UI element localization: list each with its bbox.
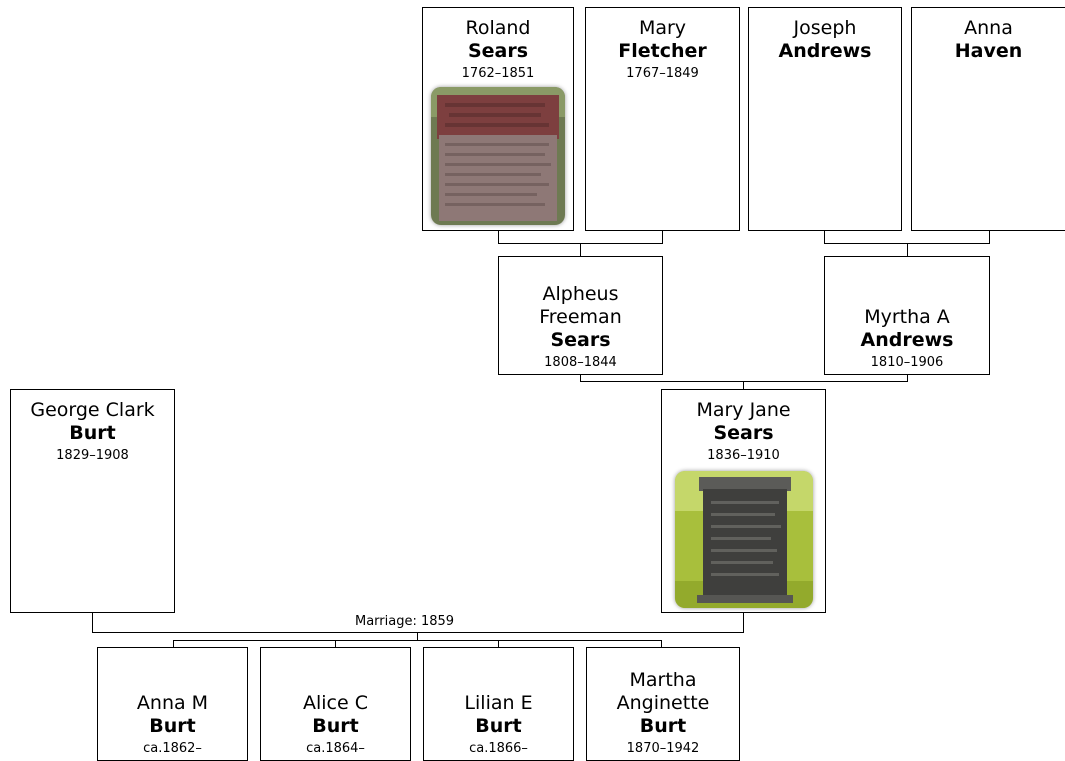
given-name: Mary Jane (696, 399, 790, 422)
person-box-lilian-e-burt[interactable]: Lilian E Burt ca.1866– (423, 647, 574, 761)
life-dates: 1836–1910 (707, 447, 780, 464)
given-name: Anna M (137, 692, 208, 715)
surname: Burt (312, 715, 358, 738)
life-dates: 1767–1849 (626, 65, 699, 82)
person-box-joseph-andrews[interactable]: Joseph Andrews (748, 7, 902, 231)
surname: Haven (955, 40, 1023, 63)
surname: Burt (69, 422, 115, 445)
given-name: Myrtha A (864, 306, 950, 329)
surname: Sears (550, 329, 610, 352)
person-box-mary-fletcher[interactable]: Mary Fletcher 1767–1849 (585, 7, 740, 231)
life-dates: 1870–1942 (627, 740, 700, 757)
life-dates: ca.1862– (143, 740, 202, 757)
person-box-anna-m-burt[interactable]: Anna M Burt ca.1862– (97, 647, 248, 761)
surname: Burt (475, 715, 521, 738)
life-dates: ca.1866– (469, 740, 528, 757)
gravestone-photo[interactable] (675, 471, 813, 608)
gravestone-photo[interactable] (431, 87, 565, 225)
person-box-alice-c-burt[interactable]: Alice C Burt ca.1864– (260, 647, 411, 761)
life-dates: 1808–1844 (544, 354, 617, 371)
person-box-mary-jane-sears[interactable]: Mary Jane Sears 1836–1910 (661, 389, 826, 613)
person-box-anna-haven[interactable]: Anna Haven (911, 7, 1065, 231)
given-name: Alpheus Freeman (539, 283, 622, 329)
given-name: Joseph (794, 17, 857, 40)
person-box-roland-sears[interactable]: Roland Sears 1762–1851 (422, 7, 574, 231)
given-name: Mary (639, 17, 686, 40)
person-box-alpheus-freeman-sears[interactable]: Alpheus Freeman Sears 1808–1844 (498, 256, 663, 375)
surname: Andrews (779, 40, 872, 63)
life-dates: ca.1864– (306, 740, 365, 757)
given-name: Martha Anginette (617, 669, 710, 715)
surname: Fletcher (618, 40, 707, 63)
person-box-myrtha-a-andrews[interactable]: Myrtha A Andrews 1810–1906 (824, 256, 990, 375)
person-box-george-clark-burt[interactable]: George Clark Burt 1829–1908 (10, 389, 175, 613)
life-dates: 1810–1906 (871, 354, 944, 371)
given-name: Lilian E (464, 692, 532, 715)
life-dates: 1762–1851 (462, 65, 535, 82)
surname: Burt (149, 715, 195, 738)
surname: Burt (640, 715, 686, 738)
person-box-martha-anginette-burt[interactable]: Martha Anginette Burt 1870–1942 (586, 647, 740, 761)
given-name: Roland (466, 17, 531, 40)
surname: Andrews (861, 329, 954, 352)
given-name: George Clark (30, 399, 154, 422)
life-dates: 1829–1908 (56, 447, 129, 464)
surname: Sears (468, 40, 528, 63)
given-name: Alice C (303, 692, 368, 715)
given-name: Anna (964, 17, 1013, 40)
surname: Sears (713, 422, 773, 445)
marriage-label: Marriage: 1859 (352, 614, 457, 629)
